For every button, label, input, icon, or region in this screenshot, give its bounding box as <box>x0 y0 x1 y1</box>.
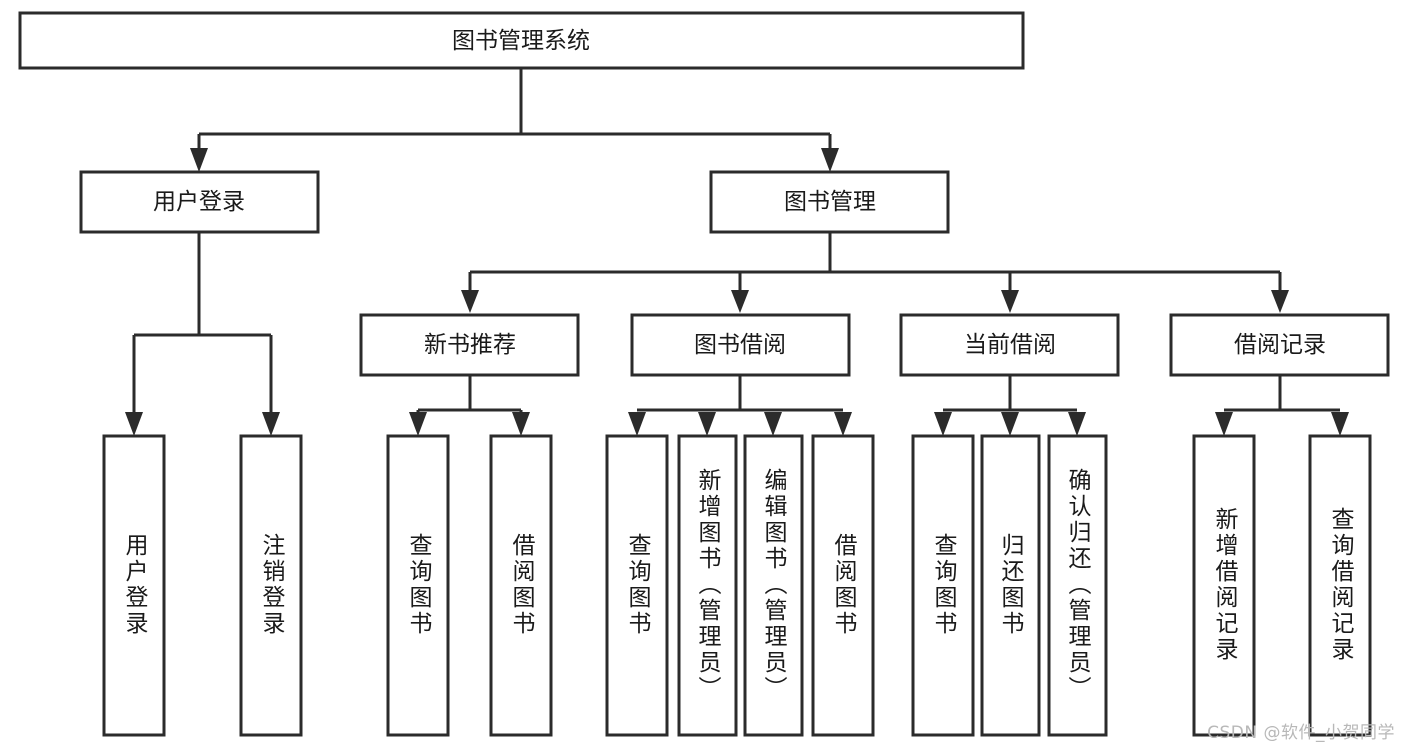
leaf-bookborrow-query-box[interactable] <box>605 434 669 737</box>
leaf-user-login-signout-box[interactable] <box>239 434 303 737</box>
node-current-borrow[interactable]: 当前借阅 <box>899 313 1120 377</box>
leaf-user-login-signin-label: 用户登录 <box>121 533 149 637</box>
leaf-newbook-query-box[interactable] <box>386 434 450 737</box>
arrow-borrowbook-leaf-4 <box>834 412 852 436</box>
arrow-borrowbook-leaf-3 <box>764 412 782 436</box>
leaf-bookborrow-edit-box[interactable] <box>743 434 804 737</box>
node-new-book-recommend[interactable]: 新书推荐 <box>359 313 580 377</box>
node-book-management-label: 图书管理 <box>784 189 876 215</box>
leaf-user-login-signout-label: 注销登录 <box>258 533 286 637</box>
connector-group-root <box>190 68 839 172</box>
arrow-borrowrecord-leaf-2 <box>1331 412 1349 436</box>
leaf-bookborrow-borrow[interactable]: 借阅图书 <box>811 434 875 737</box>
node-current-borrow-box[interactable] <box>899 313 1120 377</box>
node-book-borrow-label: 图书借阅 <box>694 332 786 358</box>
node-book-management-box[interactable] <box>709 170 950 234</box>
leaf-currentborrow-query-box[interactable] <box>911 434 975 737</box>
connector-group-borrowrecord <box>1215 375 1349 436</box>
node-user-login-box[interactable] <box>79 170 320 234</box>
arrow-root-to-userlogin <box>190 148 208 172</box>
arrow-bookmgmt-child-3 <box>1001 290 1019 313</box>
node-user-login-label: 用户登录 <box>153 189 245 215</box>
node-borrow-record[interactable]: 借阅记录 <box>1169 313 1390 377</box>
leaf-bookborrow-add-box[interactable] <box>677 434 738 737</box>
arrow-bookmgmt-child-2 <box>731 290 749 313</box>
leaf-currentborrow-confirm[interactable]: 确认归还（管理员） <box>1047 434 1108 737</box>
node-root-system-box[interactable] <box>18 11 1025 70</box>
node-current-borrow-label: 当前借阅 <box>964 332 1056 358</box>
arrow-borrowbook-leaf-2 <box>698 412 716 436</box>
node-book-borrow-box[interactable] <box>630 313 851 377</box>
node-new-book-recommend-label: 新书推荐 <box>424 332 516 358</box>
leaf-bookborrow-add[interactable]: 新增图书（管理员） <box>677 434 738 737</box>
leaf-bookborrow-borrow-box[interactable] <box>811 434 875 737</box>
leaf-currentborrow-return-box[interactable] <box>980 434 1041 737</box>
leaf-borrowrecord-query[interactable]: 查询借阅记录 <box>1308 434 1372 737</box>
leaf-bookborrow-borrow-label: 借阅图书 <box>830 533 858 637</box>
node-new-book-recommend-box[interactable] <box>359 313 580 377</box>
leaf-currentborrow-query[interactable]: 查询图书 <box>911 434 975 737</box>
leaf-newbook-query[interactable]: 查询图书 <box>386 434 450 737</box>
leaf-newbook-borrow-box[interactable] <box>489 434 553 737</box>
leaf-borrowrecord-add-label: 新增借阅记录 <box>1211 507 1239 663</box>
arrow-bookmgmt-child-4 <box>1271 290 1289 313</box>
arrow-newbook-leaf-1 <box>409 412 427 436</box>
leaf-borrowrecord-add-box[interactable] <box>1192 434 1256 737</box>
connector-group-userlogin <box>125 232 280 436</box>
leaf-borrowrecord-add[interactable]: 新增借阅记录 <box>1192 434 1256 737</box>
arrow-userlogin-leaf-1 <box>125 412 143 436</box>
leaf-borrowrecord-query-box[interactable] <box>1308 434 1372 737</box>
leaf-bookborrow-query[interactable]: 查询图书 <box>605 434 669 737</box>
leaf-bookborrow-query-label: 查询图书 <box>624 533 652 637</box>
node-root-system[interactable]: 图书管理系统 <box>18 11 1025 70</box>
connector-group-newbook <box>409 375 530 436</box>
leaf-user-login-signout[interactable]: 注销登录 <box>239 434 303 737</box>
leaf-borrowrecord-query-label: 查询借阅记录 <box>1327 507 1355 663</box>
arrow-newbook-leaf-2 <box>512 412 530 436</box>
leaf-newbook-borrow-label: 借阅图书 <box>508 533 536 637</box>
arrow-userlogin-leaf-2 <box>262 412 280 436</box>
connector-group-bookmgmt <box>461 232 1289 313</box>
leaf-currentborrow-confirm-label: 确认归还（管理员） <box>1064 468 1092 702</box>
arrow-currentborrow-leaf-2 <box>1001 412 1019 436</box>
leaf-currentborrow-confirm-box[interactable] <box>1047 434 1108 737</box>
node-root-system-label: 图书管理系统 <box>452 28 590 54</box>
arrow-borrowrecord-leaf-1 <box>1215 412 1233 436</box>
leaf-currentborrow-return[interactable]: 归还图书 <box>980 434 1041 737</box>
leaf-currentborrow-return-label: 归还图书 <box>997 533 1025 637</box>
arrow-borrowbook-leaf-1 <box>628 412 646 436</box>
connector-group-borrowbook <box>628 375 852 436</box>
leaf-bookborrow-edit-label: 编辑图书（管理员） <box>760 468 788 702</box>
leaf-user-login-signin[interactable]: 用户登录 <box>102 434 166 737</box>
arrow-currentborrow-leaf-1 <box>934 412 952 436</box>
arrow-root-to-bookmgmt <box>821 148 839 172</box>
node-user-login[interactable]: 用户登录 <box>79 170 320 234</box>
node-borrow-record-label: 借阅记录 <box>1234 332 1326 358</box>
leaf-user-login-signin-box[interactable] <box>102 434 166 737</box>
arrow-bookmgmt-child-1 <box>461 290 479 313</box>
node-book-management[interactable]: 图书管理 <box>709 170 950 234</box>
node-borrow-record-box[interactable] <box>1169 313 1390 377</box>
leaf-newbook-query-label: 查询图书 <box>405 533 433 637</box>
leaf-bookborrow-add-label: 新增图书（管理员） <box>694 468 722 702</box>
leaf-currentborrow-query-label: 查询图书 <box>930 533 958 637</box>
node-book-borrow[interactable]: 图书借阅 <box>630 313 851 377</box>
leaf-newbook-borrow[interactable]: 借阅图书 <box>489 434 553 737</box>
arrow-currentborrow-leaf-3 <box>1068 412 1086 436</box>
leaf-bookborrow-edit[interactable]: 编辑图书（管理员） <box>743 434 804 737</box>
connector-group-currentborrow <box>934 375 1086 436</box>
